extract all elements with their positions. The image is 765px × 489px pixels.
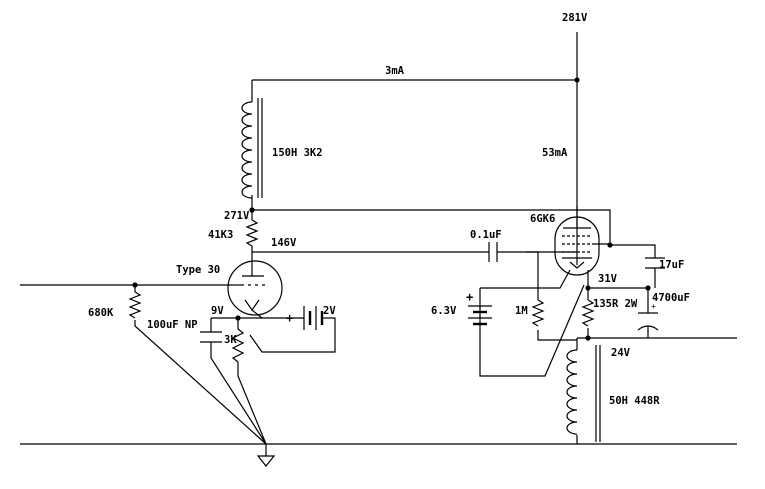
tube-6gk6 (554, 206, 610, 276)
label-grid-resistor: 680K (88, 307, 114, 319)
capacitor-0-1uf (488, 242, 498, 262)
label-tube2-cathode-voltage: 24V (611, 347, 631, 359)
svg-text:+: + (286, 311, 293, 325)
wires (20, 32, 737, 456)
svg-text:+: + (651, 302, 656, 311)
svg-text:+: + (466, 290, 473, 304)
resistor-41k3 (245, 219, 259, 247)
label-filament-battery: 6.3V (431, 305, 457, 317)
label-supply-voltage: 281V (562, 12, 588, 24)
choke-150h (241, 98, 263, 199)
capacitor-4700uf: + (637, 302, 659, 331)
labels: 281V 3mA 150H 3K2 53mA 271V 41K3 146V Ty… (88, 12, 690, 407)
label-node-271v: 271V (224, 210, 250, 222)
label-bias-battery: 2V (323, 305, 336, 317)
resistor-135r (581, 299, 595, 327)
label-tube1-type: Type 30 (176, 264, 220, 276)
choke-50h (566, 345, 601, 442)
capacitor-17uf (645, 257, 665, 269)
label-plate-resistor: 41K3 (208, 229, 233, 241)
ground-symbol (256, 455, 276, 467)
label-choke2: 50H 448R (609, 395, 660, 407)
label-cathode-resistor2: 135R 2W (593, 298, 638, 310)
label-bypass-cap: 100uF NP (147, 319, 198, 331)
resistor-680k (128, 291, 142, 319)
capacitor-100uf (200, 331, 222, 343)
label-screen-cap: 17uF (659, 259, 684, 271)
label-grid-leak: 1M (515, 305, 528, 317)
label-tube2-current: 53mA (542, 147, 568, 159)
label-cathode-voltage: 9V (211, 305, 224, 317)
label-tube1-plate-voltage: 146V (271, 237, 297, 249)
label-tube2-type: 6GK6 (530, 213, 555, 225)
label-choke1: 150H 3K2 (272, 147, 323, 159)
tube-type30 (227, 260, 283, 316)
resistor-3k (231, 328, 245, 369)
label-screen-voltage: 31V (598, 273, 618, 285)
label-coupling-cap: 0.1uF (470, 229, 502, 241)
label-filter-cap: 4700uF (652, 292, 690, 304)
label-tube1-current: 3mA (385, 65, 405, 77)
junction-dots (132, 77, 651, 341)
battery-6-3v: + (466, 290, 492, 326)
battery-2v: + (286, 306, 326, 330)
label-cathode-resistor: 3K (224, 334, 237, 346)
resistor-1m (531, 299, 545, 327)
